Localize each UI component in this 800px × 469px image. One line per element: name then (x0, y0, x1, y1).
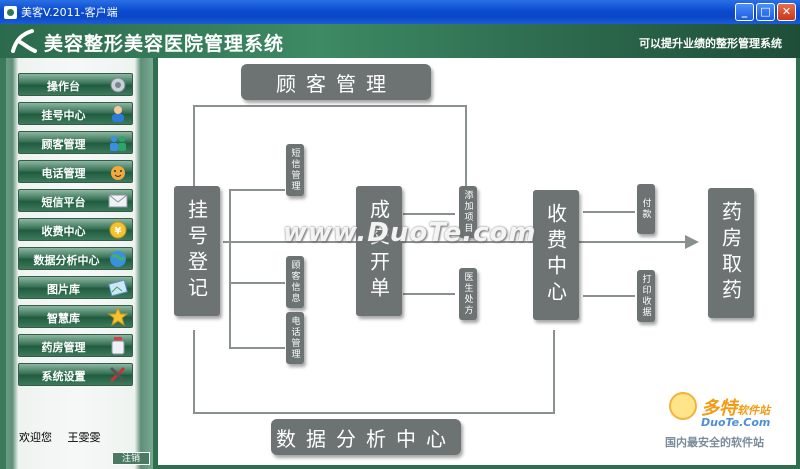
users-icon (110, 136, 126, 151)
phone-box[interactable]: 电话管理 (286, 312, 304, 364)
app-title: 美容整形美容医院管理系统 (44, 33, 285, 55)
sidebar-item-customers[interactable]: 顾客管理 (18, 131, 133, 154)
customer-management-banner[interactable]: 顾客管理 (241, 64, 431, 100)
window-title: 美客V.2011-客户端 (21, 6, 118, 19)
user-icon (112, 106, 124, 122)
sidebar-item-label: 药房管理 (41, 341, 86, 354)
arrow-head-icon (685, 235, 699, 249)
data-analysis-banner[interactable]: 数据分析中心 (271, 419, 461, 455)
window-titlebar: 美客V.2011-客户端 _ □ ✕ (0, 0, 800, 24)
gear-icon (110, 77, 126, 93)
header-slogan: 可以提升业绩的整形管理系统 (639, 37, 782, 50)
sidebar-item-label: 操作台 (47, 80, 80, 93)
sidebar-item-data-analysis[interactable]: 数据分析中心 (18, 247, 133, 270)
sidebar-item-label: 图片库 (47, 283, 80, 296)
sidebar-item-registration[interactable]: 挂号中心 (18, 102, 133, 125)
welcome-label: 欢迎您 (19, 431, 52, 444)
cashier-box[interactable]: 收费中心 (533, 190, 579, 320)
sidebar-item-label: 顾客管理 (41, 138, 86, 151)
logout-button[interactable]: 注销 (112, 452, 150, 465)
print-receipt-box[interactable]: 打印收据 (637, 270, 655, 322)
star-icon (108, 307, 128, 326)
sidebar-item-gallery[interactable]: 图片库 (18, 276, 133, 299)
picture-icon (108, 279, 128, 297)
sidebar-item-label: 短信平台 (41, 196, 86, 209)
close-button[interactable]: ✕ (777, 3, 796, 21)
deal-box[interactable]: 成交开单 (356, 186, 402, 316)
sidebar-item-label: 智慧库 (47, 312, 80, 325)
sidebar-item-knowledge[interactable]: 智慧库 (18, 305, 133, 328)
brand-watermark: 多特软件站 DuoTe.Com 国内最安全的软件站 (665, 388, 795, 452)
sidebar-item-label: 收费中心 (41, 225, 86, 238)
sidebar-item-pharmacy[interactable]: 药房管理 (18, 334, 133, 357)
logo-icon (11, 29, 37, 53)
sidebar-item-cashier[interactable]: 收费中心 ¥ (18, 218, 133, 241)
sidebar-item-sms[interactable]: 短信平台 (18, 189, 133, 212)
app-header: 美容整形美容医院管理系统 可以提升业绩的整形管理系统 (0, 24, 800, 58)
phone-icon (111, 166, 125, 180)
add-item-box[interactable]: 添加项目 (459, 186, 477, 238)
payment-box[interactable]: 付款 (637, 184, 655, 234)
envelope-icon (108, 194, 128, 208)
sidebar-item-phone[interactable]: 电话管理 (18, 160, 133, 183)
sidebar-item-console[interactable]: 操作台 (18, 73, 133, 96)
svg-text:¥: ¥ (115, 226, 122, 237)
app-icon (4, 5, 17, 19)
maximize-button[interactable]: □ (756, 3, 775, 21)
brand-tagline: 国内最安全的软件站 (665, 436, 764, 449)
doctor-rx-box[interactable]: 医生处方 (459, 268, 477, 320)
welcome-text: 欢迎您 王雯雯 (19, 429, 113, 445)
customer-info-box[interactable]: 顾客信息 (286, 256, 304, 308)
coin-icon: ¥ (109, 221, 127, 239)
sidebar-item-label: 数据分析中心 (33, 254, 100, 267)
watermark: www.DuoTe.com (283, 218, 537, 248)
window-controls: _ □ ✕ (735, 3, 796, 21)
sidebar-item-label: 挂号中心 (41, 109, 86, 122)
bottle-icon (111, 337, 125, 355)
minimize-button[interactable]: _ (735, 3, 754, 21)
sidebar: 操作台 挂号中心 顾客管理 电话管理 短信平台 收费中心 ¥ 数据分析中心 图片… (0, 58, 153, 469)
pharmacy-box[interactable]: 药房取药 (708, 188, 754, 318)
sms-box[interactable]: 短信管理 (286, 144, 304, 196)
brand-name: 多特软件站 (701, 398, 770, 419)
brand-site: DuoTe.Com (701, 416, 771, 429)
mascot-icon (669, 392, 697, 420)
sidebar-item-label: 系统设置 (41, 370, 86, 383)
sidebar-item-label: 电话管理 (41, 167, 86, 180)
tools-icon (109, 366, 126, 383)
user-name: 王雯雯 (67, 431, 101, 444)
sidebar-item-settings[interactable]: 系统设置 (18, 363, 133, 386)
globe-icon (110, 251, 126, 267)
registration-box[interactable]: 挂号登记 (174, 186, 220, 316)
